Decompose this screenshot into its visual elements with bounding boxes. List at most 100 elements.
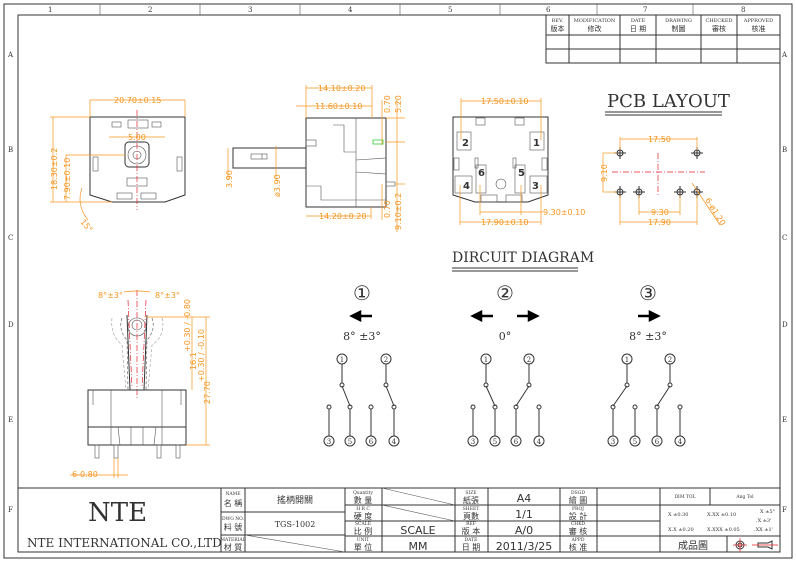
side-top-dim: 14.10±0.20: [318, 84, 365, 93]
finished-product-label: 成品圖: [678, 540, 708, 552]
date-label-zh: 日 期: [462, 543, 481, 552]
tol-xx: X.XX ±0.10: [707, 512, 736, 518]
size-value: A4: [517, 492, 532, 505]
ang-tol-xx: .X ±3': [756, 518, 771, 524]
lever-length-tol: +0.30 / -0.80: [183, 299, 192, 352]
row-marker: F: [8, 506, 13, 514]
pin-label-4: 4: [463, 181, 470, 192]
pivot-contact: [526, 382, 532, 388]
front-body-outline: [89, 116, 186, 203]
row-marker: A: [781, 51, 788, 59]
dim-tol-header: DIM TOL: [674, 494, 695, 500]
material-label-zh: 材 質: [224, 542, 243, 552]
pin-top-dim-2: 5.20: [394, 95, 403, 113]
switch-blade: [515, 385, 530, 407]
pin-top-dim-1: 0.70: [383, 95, 392, 113]
pcb-layout-title: PCB LAYOUT: [607, 91, 730, 112]
revision-header-en: REV.: [552, 18, 564, 24]
sheet-value: 1/1: [515, 508, 533, 521]
lever-view: 8°±3° 8°±3° 16.1 +0.30 / -0.80 27.70 +0.…: [70, 290, 212, 479]
pcb-outer-dim: 17.90: [648, 218, 671, 227]
angle-dim: 15°: [78, 218, 94, 235]
revision-header-zh: 核准: [752, 24, 766, 33]
revision-header-zh: 修改: [588, 24, 602, 33]
pcb-inner-dim: 9.30: [651, 208, 669, 217]
pcb-layout: PCB LAYOUT 17.50 9.10 9.30 17.90 6-ø1.20: [600, 91, 730, 227]
unit-label-zh: 單 位: [354, 542, 373, 552]
row-marker: F: [782, 506, 787, 514]
terminal-label: 5: [493, 438, 497, 446]
terminal-label: 1: [340, 356, 344, 364]
dwg-no-label-zh: 料 號: [224, 522, 243, 532]
appd-label-zh: 核 准: [569, 542, 588, 552]
dsgd-label-zh: 繪 圖: [569, 495, 588, 505]
arrow-left-icon: [470, 309, 493, 323]
company-name: NTE INTERNATIONAL CO.,LTD: [27, 536, 222, 550]
dsgd-label-en: DSGD: [571, 490, 585, 496]
date-label-en: DATE: [465, 537, 478, 543]
pivot-contact: [667, 382, 673, 388]
arrow-left-icon: [349, 309, 372, 323]
material-label-en: MATERIAL: [220, 537, 245, 543]
row-marker: C: [8, 234, 13, 242]
row-marker: D: [782, 321, 788, 329]
ang-tol-header: Ang Tol: [735, 494, 754, 500]
pin-label-6: 6: [478, 168, 485, 179]
row-marker: C: [782, 234, 787, 242]
arrow-right-icon: [638, 309, 661, 323]
lever-length-dim: 16.1: [189, 352, 198, 370]
pin-label-2: 2: [462, 138, 469, 149]
fixed-contact: [326, 404, 332, 410]
shaft-length-dim: 3.90: [225, 170, 234, 188]
revision-header-zh: 制圖: [672, 24, 686, 33]
fixed-contact: [677, 404, 683, 410]
terminal-label: 2: [384, 356, 388, 364]
terminal-label: 5: [633, 438, 637, 446]
fixed-contact: [654, 404, 660, 410]
switch-blade: [485, 385, 496, 407]
total-height-tol: +0.30 / -0.10: [197, 329, 206, 382]
switch-blade: [385, 385, 395, 407]
outer-border: [3, 3, 793, 559]
scale-label-en: SCALE: [355, 521, 371, 527]
pin-bottom-dim-1: 0.70: [383, 200, 392, 218]
pcb-hole-dim: 6-ø1.20: [703, 196, 727, 227]
revision-header-en: DRAWING: [665, 18, 692, 24]
side-bottom-dim: 14.20±0.20: [319, 212, 366, 221]
column-marker: 8: [741, 6, 745, 14]
column-marker: 6: [546, 6, 551, 14]
appd-label-en: APPD: [571, 537, 585, 543]
ang-tol-x: X ±5°: [760, 509, 776, 515]
switch-blade: [341, 385, 351, 407]
lever-body: [87, 389, 187, 446]
tol-x: X ±0.30: [668, 512, 688, 518]
terminal-label: 4: [678, 438, 683, 446]
scale-label-zh: 比 例: [354, 526, 373, 536]
hrc-label-zh: 硬 度: [354, 511, 373, 521]
fixed-contact: [368, 404, 374, 410]
terminal-label: 2: [527, 356, 531, 364]
terminal-label: 3: [327, 438, 331, 446]
height-dim: 18.30±0.2: [50, 148, 59, 190]
dwg-no-value: TGS-1002: [275, 520, 316, 529]
side-view: 14.10±0.20 11.60±0.10 14.20±0.20 0.70 5.…: [225, 84, 405, 232]
position-number: ②: [496, 281, 514, 305]
tol-xxx: X.XXX ±0.05: [707, 527, 740, 533]
pitch-dim: 5.00: [128, 133, 146, 142]
position-angle: 0°: [499, 330, 512, 343]
chkd-label-en: CHKD: [571, 521, 586, 527]
ref-label-en: REF: [466, 521, 476, 527]
revision-header-zh: 日 期: [630, 25, 646, 33]
chkd-label-zh: 審 核: [569, 526, 588, 536]
column-marker: 4: [348, 6, 353, 14]
name-label-en: NAME: [225, 491, 240, 497]
circuit-diagram-title: DIRCUIT DIAGRAM: [452, 250, 594, 266]
revision-header-en: DATE: [631, 18, 646, 24]
column-marker: 5: [448, 6, 452, 14]
pin-bottom-dim-2: 9.10±0.2: [394, 193, 403, 230]
